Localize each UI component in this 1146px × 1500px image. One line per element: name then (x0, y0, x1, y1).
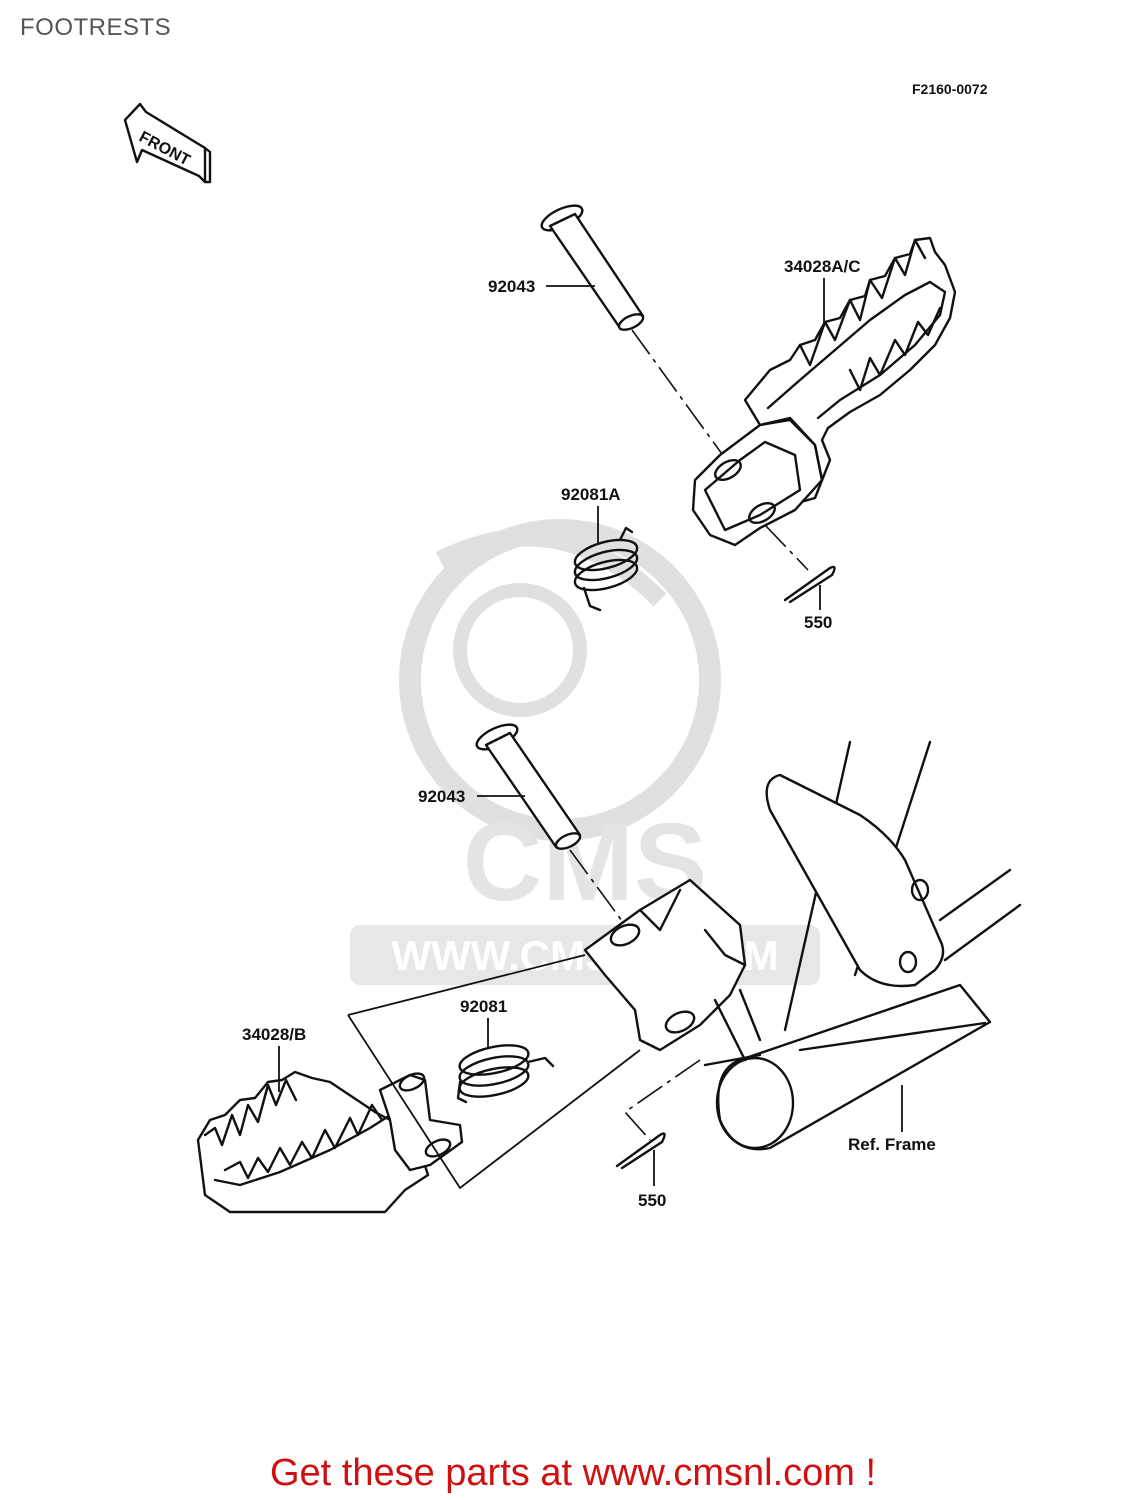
label-92081a: 92081A (561, 485, 621, 504)
label-550-lower: 550 (638, 1191, 666, 1210)
cms-watermark: CMS WWW.CMSNL.COM (350, 519, 820, 985)
label-34028b: 34028/B (242, 1025, 306, 1044)
footrest-lower (196, 1070, 464, 1214)
frame (703, 740, 1022, 1151)
label-34028ac: 34028A/C (784, 257, 861, 276)
page-title: FOOTRESTS (20, 14, 172, 41)
label-92043-upper: 92043 (488, 277, 535, 296)
bracket-lower (583, 878, 762, 1062)
label-92081: 92081 (460, 997, 507, 1016)
spring-upper (573, 526, 639, 612)
pin-lower (475, 723, 582, 850)
cotter-lower (615, 1059, 701, 1170)
cotter-upper (764, 524, 836, 604)
spring-lower (456, 1044, 555, 1104)
label-550-upper: 550 (804, 613, 832, 632)
label-ref-frame: Ref. Frame (848, 1135, 936, 1154)
reference-code: F2160-0072 (912, 81, 988, 97)
footrest-upper (691, 236, 957, 547)
pin-upper (540, 204, 645, 331)
front-arrow-icon: FRONT (123, 102, 212, 184)
label-92043-lower: 92043 (418, 787, 465, 806)
cta-link[interactable]: Get these parts at www.cmsnl.com ! (269, 1452, 877, 1494)
